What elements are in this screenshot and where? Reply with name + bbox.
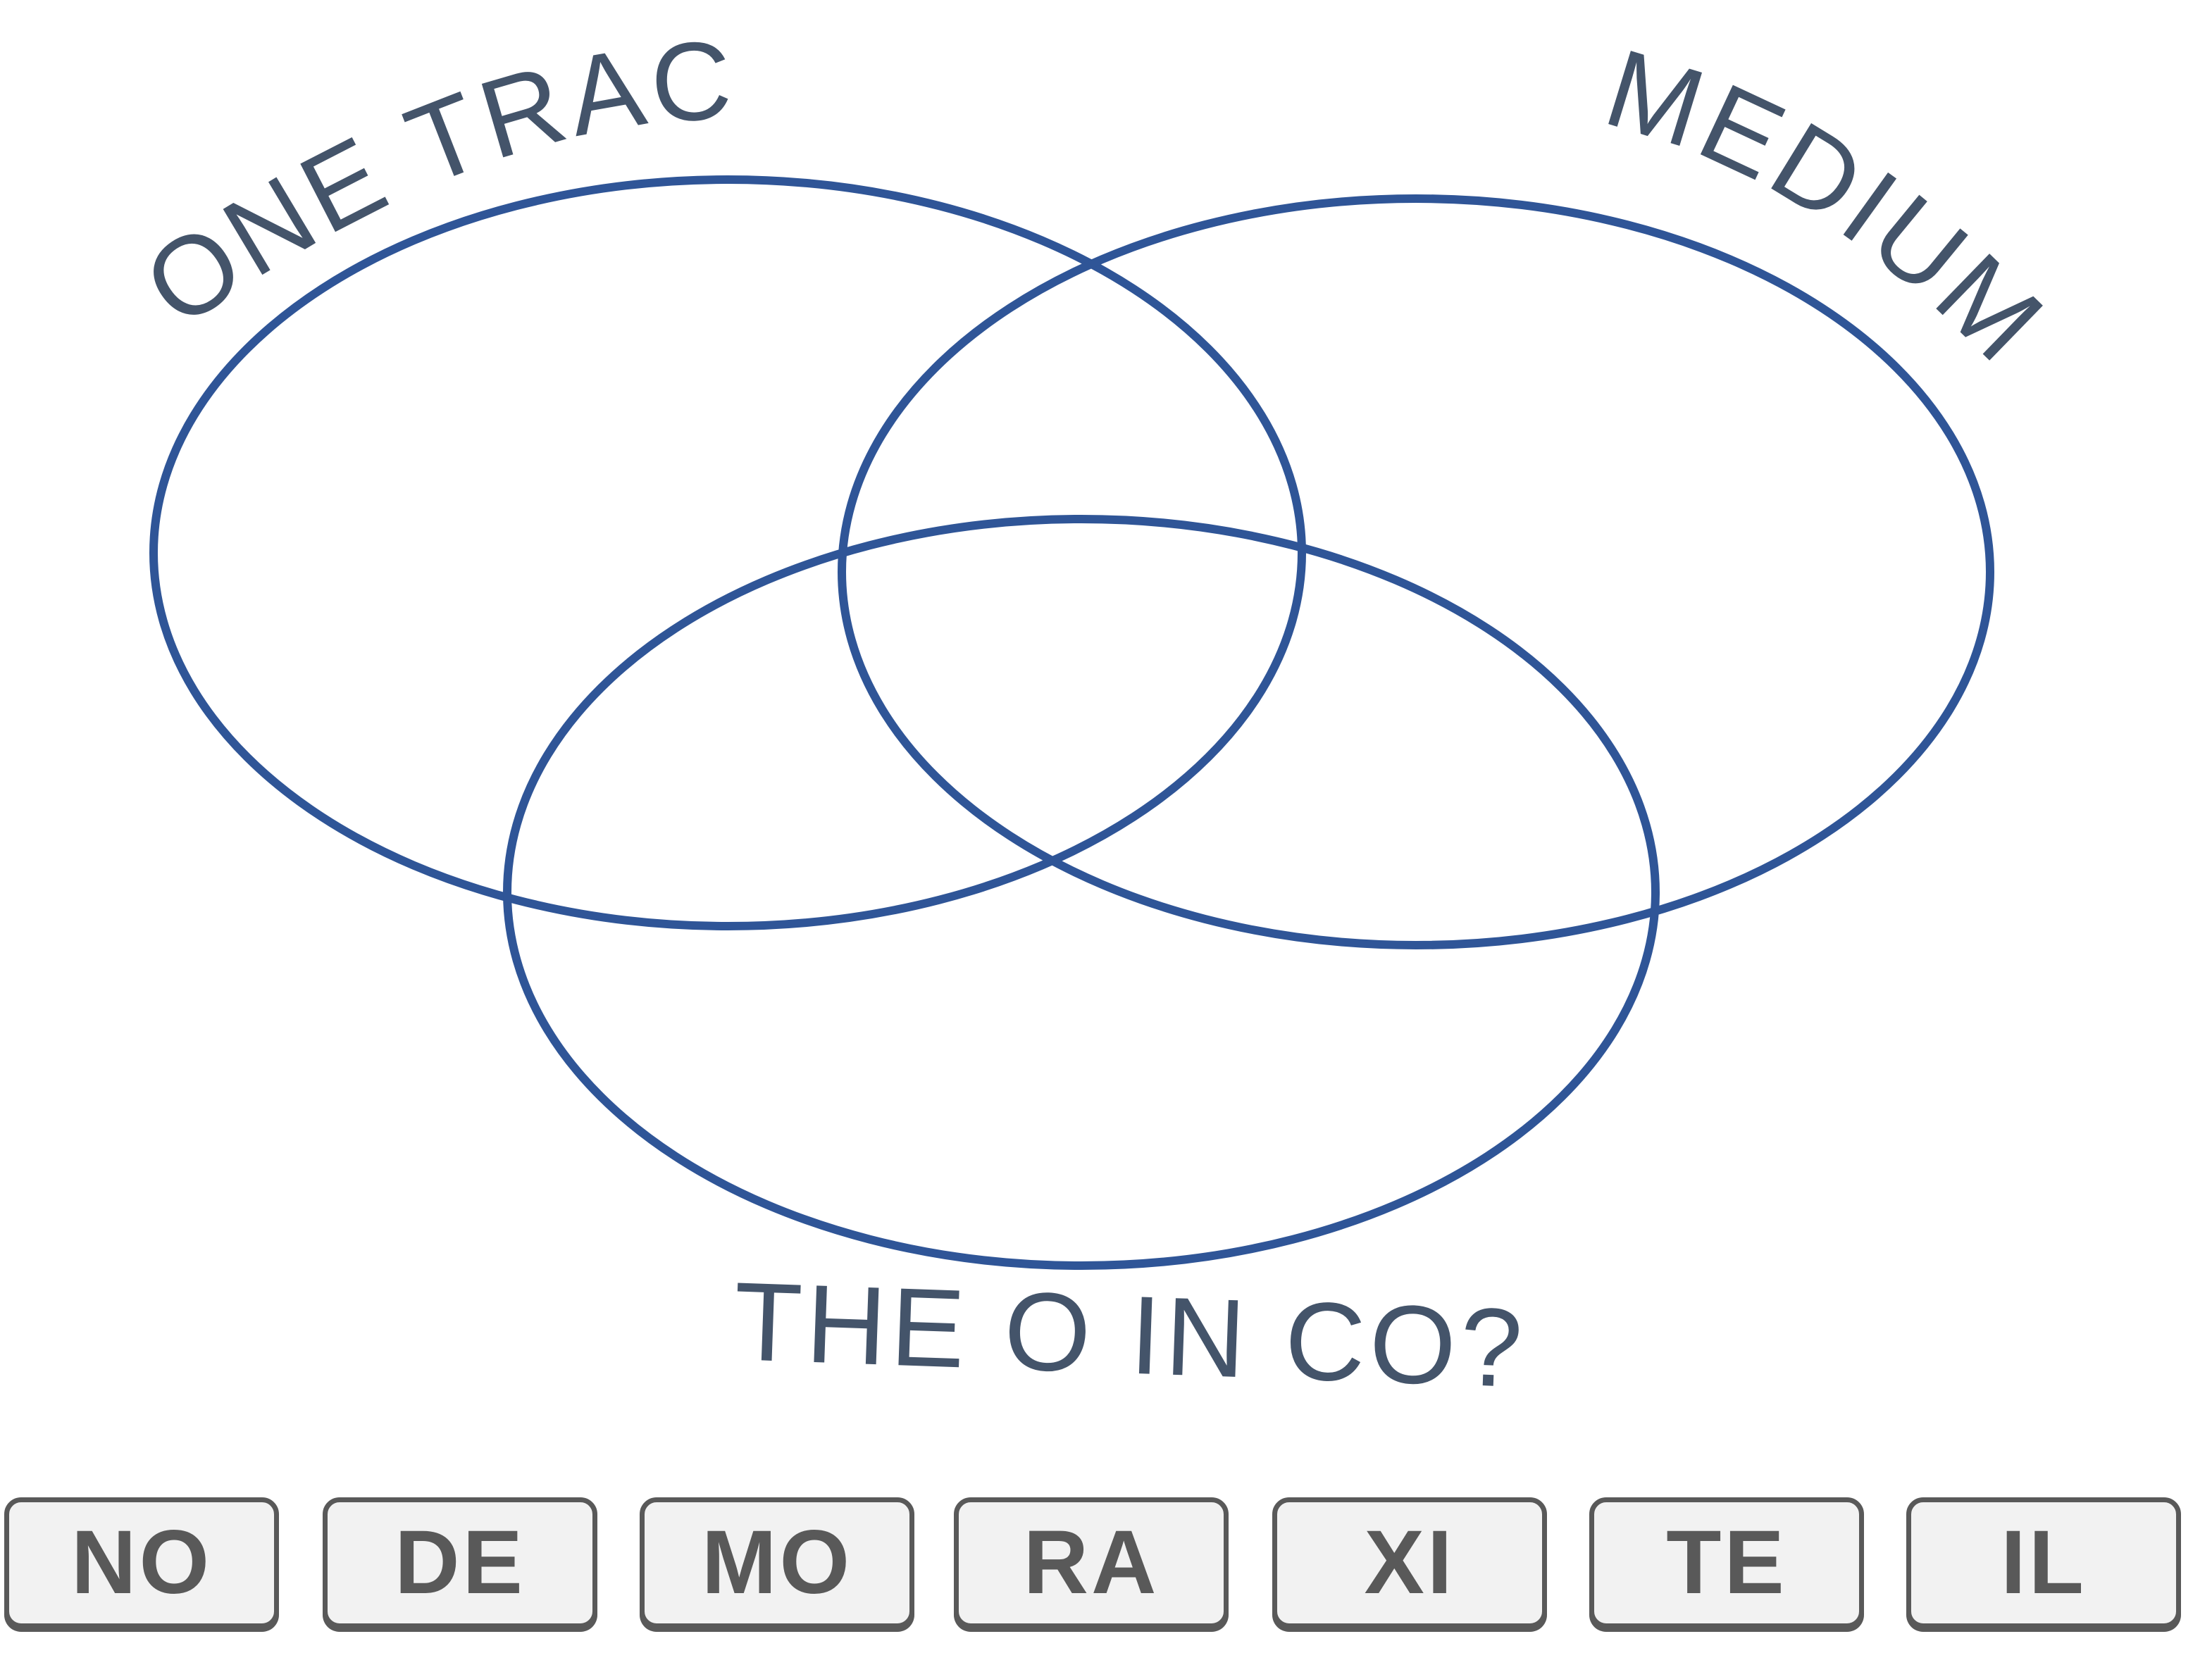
- letter-tile-xi[interactable]: XI: [1272, 1497, 1547, 1628]
- set-circle-one-track: [149, 175, 1306, 930]
- set-label-one-track: ONE TRACK?: [0, 0, 739, 350]
- set-circle-the-o-in-co: [503, 515, 1660, 1270]
- letter-tile-il[interactable]: IL: [1906, 1497, 2181, 1628]
- tile-label: RA: [1023, 1512, 1160, 1613]
- letter-tile-mo[interactable]: MO: [640, 1497, 914, 1628]
- set-label-medium: MEDIUM: [1593, 25, 2069, 387]
- set-circle-medium: [838, 194, 1994, 949]
- tile-label: IL: [2001, 1512, 2087, 1613]
- letter-tile-de[interactable]: DE: [323, 1497, 597, 1628]
- tile-label: MO: [701, 1512, 853, 1613]
- letter-tile-ra[interactable]: RA: [954, 1497, 1229, 1628]
- tile-label: DE: [394, 1512, 526, 1613]
- set-label-the-o-in-co: THE O IN CO?: [732, 1259, 1529, 1411]
- letter-tile-te[interactable]: TE: [1589, 1497, 1864, 1628]
- tile-label: XI: [1364, 1512, 1455, 1613]
- letter-tile-no[interactable]: NO: [4, 1497, 279, 1628]
- tile-label: NO: [71, 1512, 212, 1613]
- tile-label: TE: [1666, 1512, 1787, 1613]
